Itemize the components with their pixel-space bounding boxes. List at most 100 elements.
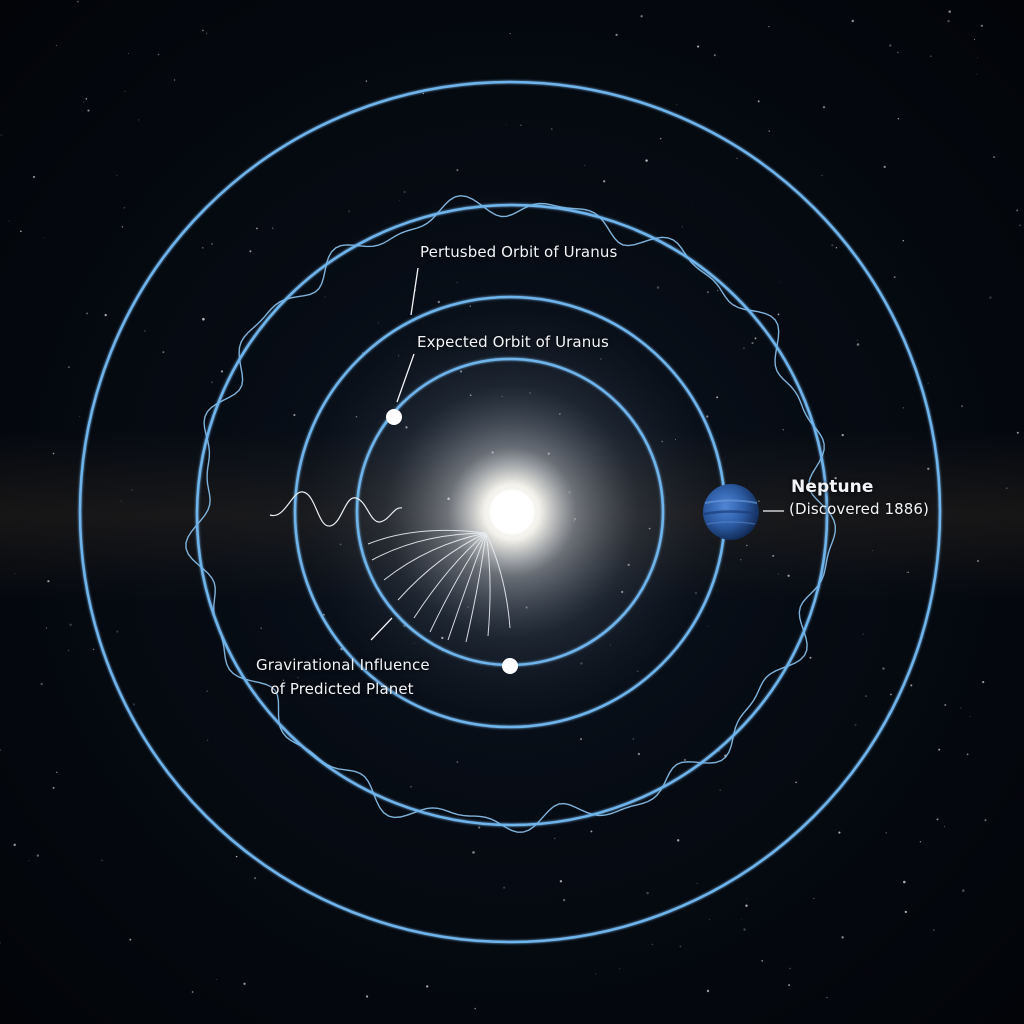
star: [651, 943, 653, 945]
star: [79, 416, 81, 418]
uranus-marker-icon: [502, 658, 518, 674]
star: [120, 500, 122, 502]
star: [554, 837, 556, 840]
star: [745, 904, 748, 907]
star: [366, 995, 369, 998]
star: [973, 38, 975, 41]
star: [944, 704, 947, 706]
star: [989, 296, 992, 299]
star: [736, 157, 738, 159]
gravity-fan-lines: [367, 529, 511, 643]
star: [969, 716, 971, 718]
star: [559, 880, 563, 883]
star: [740, 559, 742, 561]
star: [822, 105, 826, 109]
star: [472, 851, 475, 854]
star: [927, 467, 930, 470]
star: [297, 677, 299, 679]
star: [897, 51, 899, 54]
star: [0, 749, 2, 751]
star: [716, 396, 719, 399]
star: [121, 226, 124, 228]
star: [83, 101, 85, 103]
star: [162, 351, 165, 354]
star: [157, 53, 160, 56]
star: [1006, 487, 1008, 489]
gravity-fan-line: [367, 529, 487, 545]
star: [1016, 209, 1019, 212]
gravity-fan-line: [383, 532, 487, 581]
star: [813, 898, 815, 900]
star: [883, 165, 886, 169]
star: [68, 366, 70, 368]
star: [86, 312, 89, 315]
star: [474, 1007, 477, 1010]
expected-orbit-label: Expected Orbit of Uranus: [417, 333, 609, 351]
star: [189, 542, 191, 544]
star: [52, 452, 55, 455]
star: [594, 973, 597, 975]
sun-icon: [490, 490, 534, 534]
star: [116, 630, 119, 633]
star: [930, 55, 932, 57]
gravity-fan-line: [485, 532, 491, 637]
star: [751, 342, 754, 345]
star: [426, 985, 429, 988]
gravity-fan-line: [429, 532, 487, 633]
star: [809, 656, 812, 659]
star: [718, 750, 721, 753]
gravity-wave: [269, 491, 403, 527]
star: [456, 169, 459, 172]
star: [116, 174, 118, 177]
star: [777, 573, 779, 575]
star: [422, 92, 425, 95]
star: [0, 134, 3, 136]
neptune-orbit-ring: [78, 80, 942, 944]
star: [280, 691, 283, 693]
star: [740, 919, 742, 921]
star: [757, 100, 760, 103]
star: [123, 207, 126, 209]
star: [659, 137, 662, 140]
star: [206, 32, 208, 34]
star: [85, 98, 88, 100]
star: [67, 649, 70, 652]
star: [683, 758, 687, 762]
star: [706, 989, 710, 993]
star: [716, 289, 719, 292]
star: [509, 33, 511, 34]
star: [550, 128, 553, 130]
star: [235, 855, 238, 858]
star: [984, 819, 987, 822]
star: [890, 693, 892, 696]
uranus-marker-icon: [386, 409, 402, 425]
perturbed-orbit-label: Pertusbed Orbit of Uranus: [420, 243, 618, 261]
star: [910, 684, 913, 687]
star: [746, 898, 748, 900]
star: [676, 839, 680, 842]
star: [835, 247, 838, 249]
star: [897, 118, 900, 120]
star: [206, 739, 209, 741]
star: [1016, 431, 1019, 434]
star: [882, 667, 885, 670]
star: [691, 205, 693, 207]
star: [20, 230, 22, 233]
star: [32, 175, 36, 178]
star: [81, 110, 83, 112]
star: [676, 104, 678, 106]
star: [1019, 224, 1022, 227]
star: [324, 296, 326, 298]
star: [841, 433, 844, 437]
star: [834, 476, 837, 480]
star: [696, 882, 698, 885]
star: [864, 695, 867, 698]
star: [144, 330, 146, 332]
star: [768, 25, 770, 28]
perturbed-orbit-ring: [195, 203, 829, 827]
star: [410, 786, 412, 788]
star: [782, 429, 784, 431]
star: [282, 679, 284, 681]
star: [977, 560, 979, 562]
